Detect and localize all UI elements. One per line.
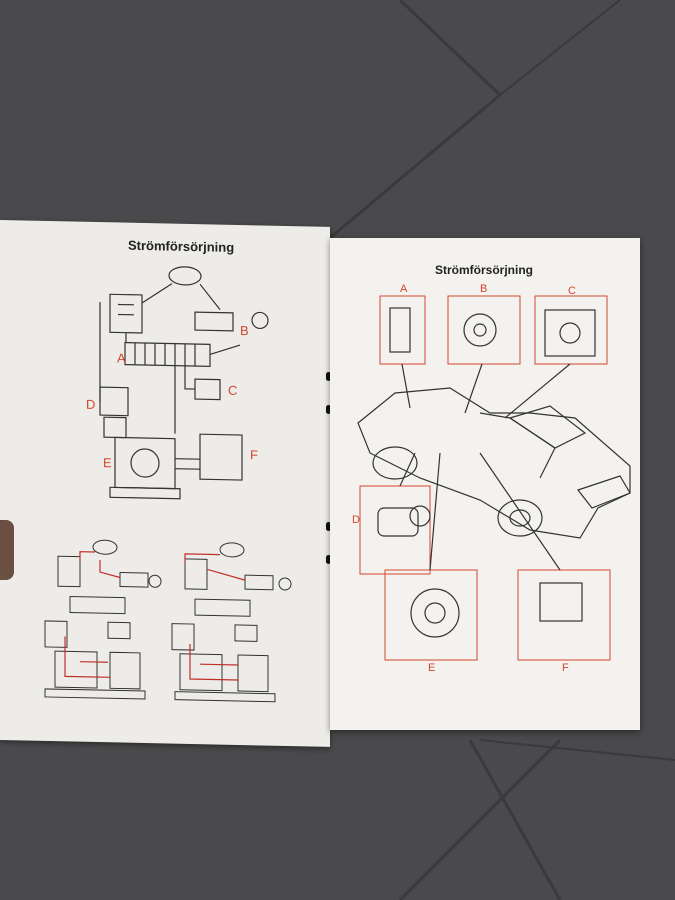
right-label-e: E (428, 662, 436, 674)
right-label-d: D (352, 514, 360, 526)
binding-hole (326, 555, 331, 564)
left-page: Strömförsörjning (0, 220, 330, 747)
thumb (0, 520, 14, 580)
left-wiring-diagram-bottom-2 (171, 542, 292, 703)
left-label-b: B (240, 323, 249, 339)
binding-hole (326, 372, 331, 381)
left-label-d: D (86, 396, 96, 412)
binding-hole (326, 522, 331, 531)
right-label-f: F (562, 662, 569, 674)
binding-hole (326, 405, 331, 414)
left-label-f: F (250, 447, 258, 463)
left-wiring-diagram-bottom-1 (44, 539, 162, 700)
right-page-title: Strömförsörjning (435, 263, 533, 277)
left-label-a: A (117, 350, 126, 366)
right-label-a: A (400, 283, 408, 295)
right-car-illustration (357, 295, 631, 661)
right-page: Strömförsörjning (330, 238, 640, 730)
right-label-b: B (480, 283, 488, 295)
left-label-c: C (228, 382, 238, 398)
left-wiring-diagram-main (99, 266, 269, 500)
right-label-c: C (568, 285, 576, 297)
left-label-e: E (103, 455, 112, 471)
